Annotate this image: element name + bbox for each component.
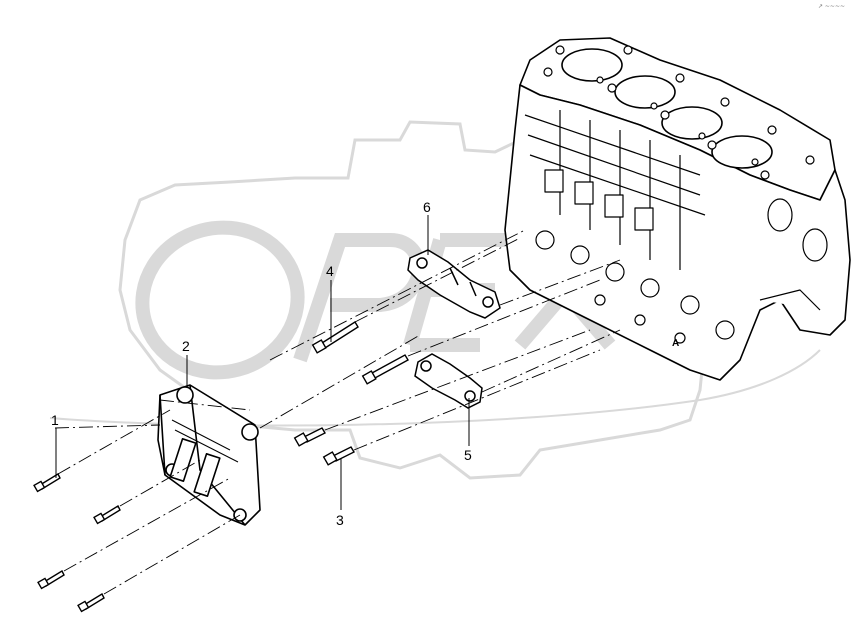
screw-part-1-b <box>93 505 121 525</box>
cylinder-bore-3 <box>661 106 723 140</box>
engine-block <box>504 37 851 381</box>
callout-3: 3 <box>336 512 344 528</box>
bracket-part-5 <box>414 353 483 409</box>
ecu-module <box>157 384 261 526</box>
callout-2: 2 <box>182 338 190 354</box>
fasteners <box>33 321 409 613</box>
ecu-connector-1 <box>169 438 197 482</box>
callout-4: 4 <box>326 263 334 279</box>
bolt-part-3-a <box>293 427 326 447</box>
deck-bolt-holes <box>543 45 815 180</box>
cylinder-bore-2 <box>614 75 676 109</box>
ecu-mount-boss-tr <box>241 423 259 441</box>
screw-part-1-a <box>33 473 61 493</box>
watermark-gear-outline <box>118 120 707 480</box>
bolt-part-4-b <box>361 354 409 385</box>
assembly-lines <box>54 229 621 595</box>
watermark-letter-o <box>135 220 305 380</box>
cylinder-bore-1 <box>561 48 623 82</box>
leader-lines <box>55 215 470 510</box>
engine-block-label: A <box>672 338 679 349</box>
screw-part-1-d <box>77 593 105 613</box>
block-lower-bosses <box>535 198 828 344</box>
block-side-ribs <box>524 110 706 270</box>
callout-5: 5 <box>464 447 472 463</box>
ecu-mount-boss-tl <box>176 386 194 404</box>
screw-part-1-c <box>37 570 65 590</box>
bracket-part-6 <box>407 249 501 319</box>
callout-1: 1 <box>51 412 59 428</box>
corner-mark: ↗ ~~~~ <box>817 3 845 10</box>
bolt-part-3-b <box>322 446 355 466</box>
cylinder-bore-4 <box>711 135 773 169</box>
callout-6: 6 <box>423 199 431 215</box>
